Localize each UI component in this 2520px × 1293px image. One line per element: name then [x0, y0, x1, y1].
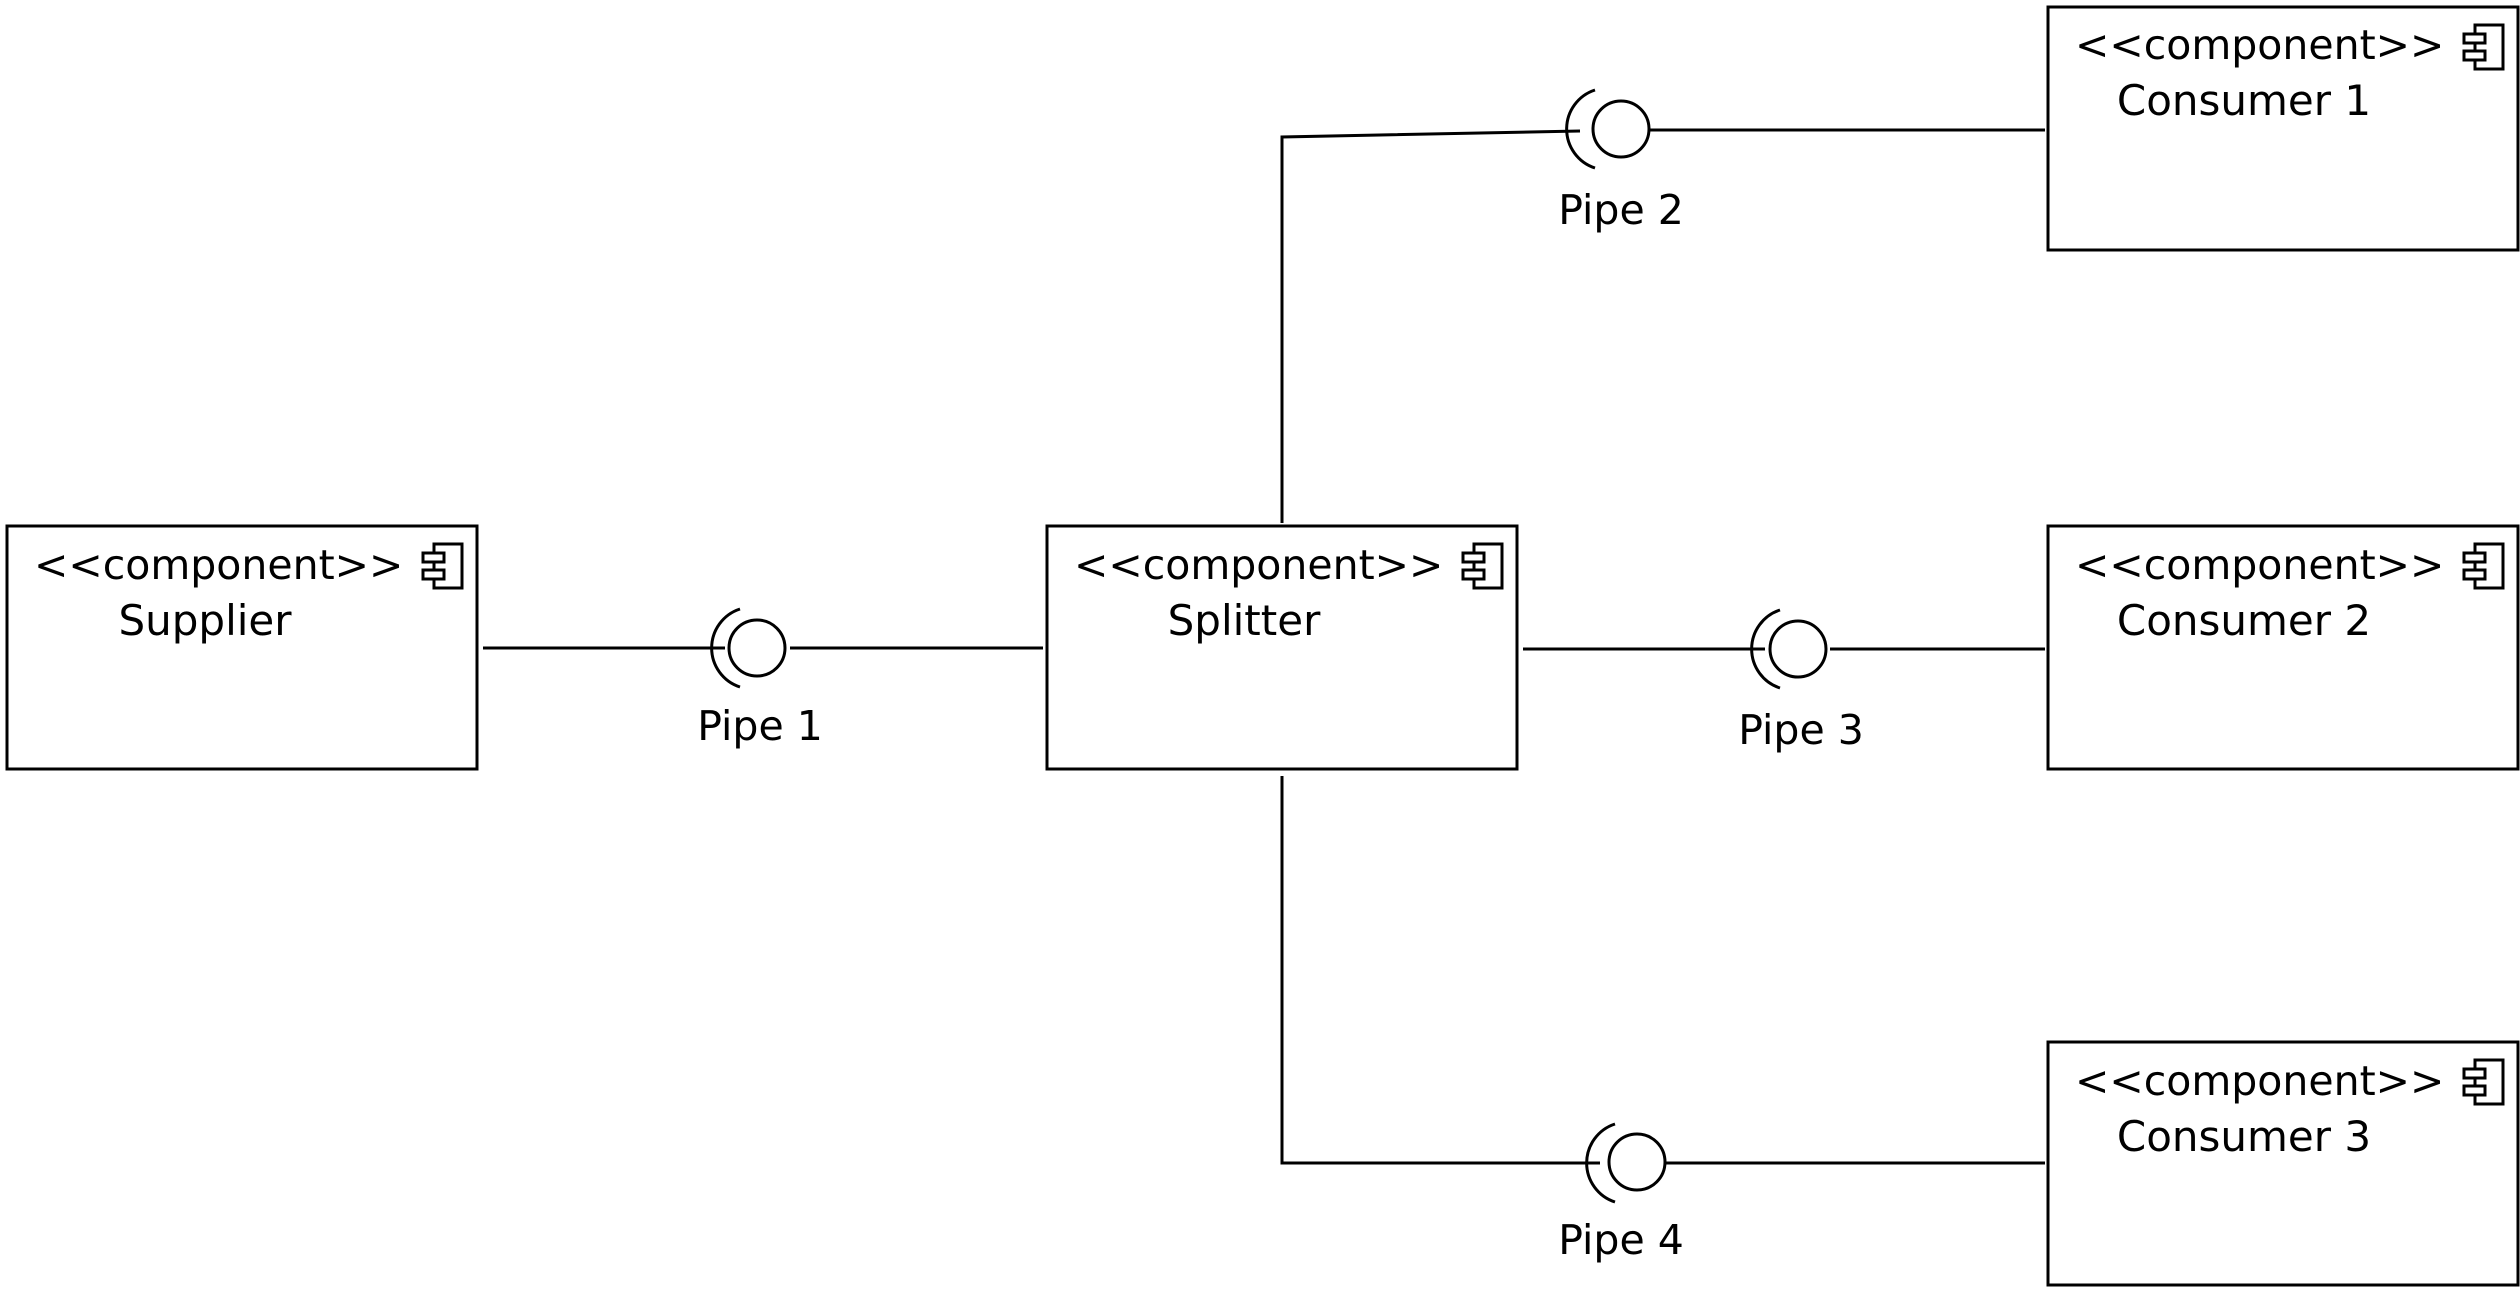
consumer-1-component[interactable]: <<component>> Consumer 1: [2046, 5, 2520, 252]
component-icon: [1461, 542, 1504, 590]
supplier-component[interactable]: <<component>> Supplier: [5, 524, 479, 771]
consumer-3-name: Consumer 3: [2117, 1112, 2371, 1161]
consumer-1-stereotype: <<component>>: [2075, 21, 2444, 69]
consumer-2-stereotype: <<component>>: [2075, 541, 2444, 589]
pipe-3-connector[interactable]: [1523, 608, 2045, 690]
splitter-component[interactable]: <<component>> Splitter: [1045, 524, 1519, 771]
pipe-2-label: Pipe 2: [1558, 186, 1684, 234]
splitter-stereotype: <<component>>: [1074, 541, 1443, 589]
component-icon: [2462, 542, 2505, 590]
consumer-3-stereotype: <<component>>: [2075, 1057, 2444, 1105]
splitter-name: Splitter: [1168, 596, 1321, 645]
pipe-1-label: Pipe 1: [697, 702, 823, 750]
supplier-stereotype: <<component>>: [34, 541, 403, 589]
pipe-4-label: Pipe 4: [1558, 1216, 1684, 1264]
pipe-2-connector[interactable]: [1280, 88, 2045, 523]
pipe-4-connector[interactable]: [1280, 776, 2045, 1204]
component-icon: [2462, 23, 2505, 71]
supplier-name: Supplier: [118, 596, 292, 645]
consumer-2-component[interactable]: <<component>> Consumer 2: [2046, 524, 2520, 771]
consumer-3-component[interactable]: <<component>> Consumer 3: [2046, 1040, 2520, 1287]
pipe-3-label: Pipe 3: [1738, 706, 1864, 754]
consumer-2-name: Consumer 2: [2117, 596, 2371, 645]
component-icon: [2462, 1058, 2505, 1106]
component-icon: [421, 542, 464, 590]
pipe-1-connector[interactable]: [483, 607, 1043, 689]
consumer-1-name: Consumer 1: [2117, 76, 2371, 125]
